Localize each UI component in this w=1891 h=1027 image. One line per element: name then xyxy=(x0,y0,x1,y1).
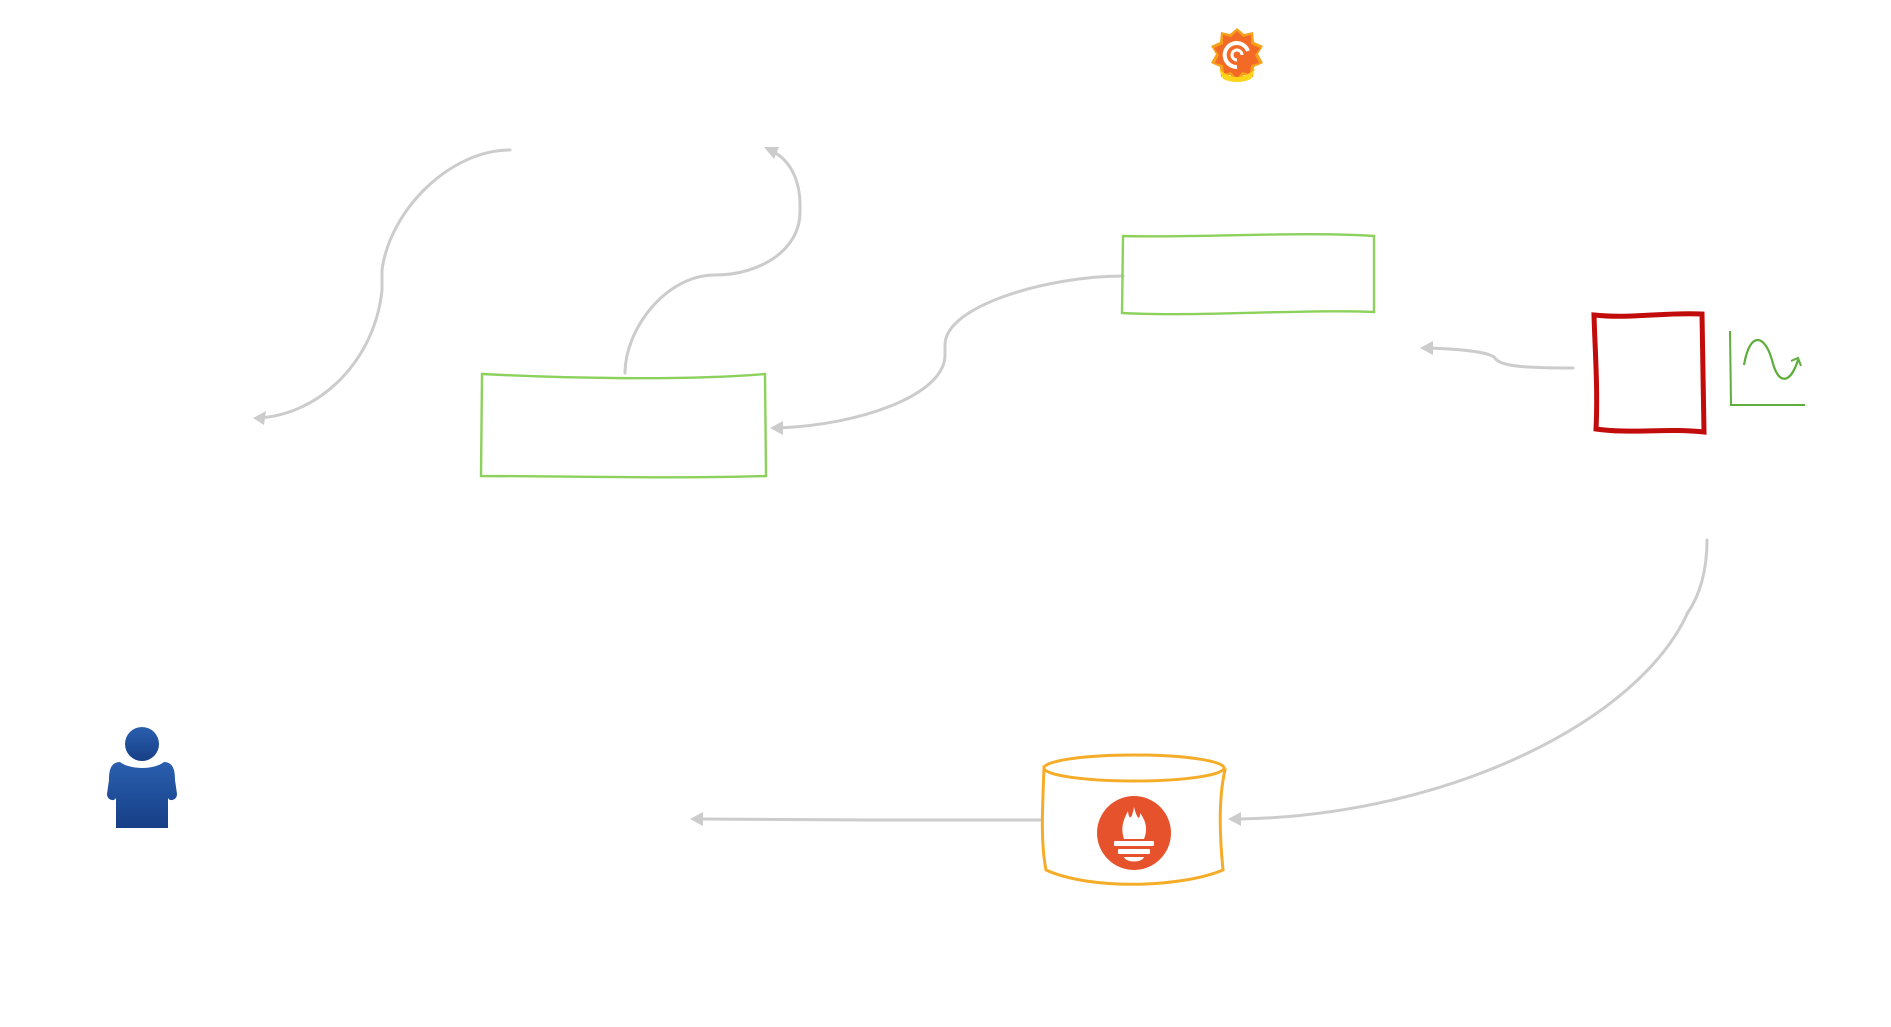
user-person-icon xyxy=(107,727,177,828)
node-red-box xyxy=(1591,311,1707,435)
connector-red-box-to-database xyxy=(1228,538,1709,826)
prometheus-torch-icon xyxy=(1097,796,1171,870)
metrics-wave-chart-icon xyxy=(1729,330,1805,406)
grafana-logo-icon xyxy=(1211,28,1263,82)
connector-database-to-left xyxy=(690,812,1046,826)
node-green-box-upper xyxy=(1120,232,1376,316)
connector-upper-to-lower-green-box xyxy=(770,274,1125,435)
node-green-box-lower xyxy=(479,372,768,479)
connector-red-box-to-upper-right xyxy=(1420,341,1575,370)
connector-left-scurve xyxy=(253,148,512,425)
connector-up-from-lower-green-box xyxy=(623,147,802,375)
